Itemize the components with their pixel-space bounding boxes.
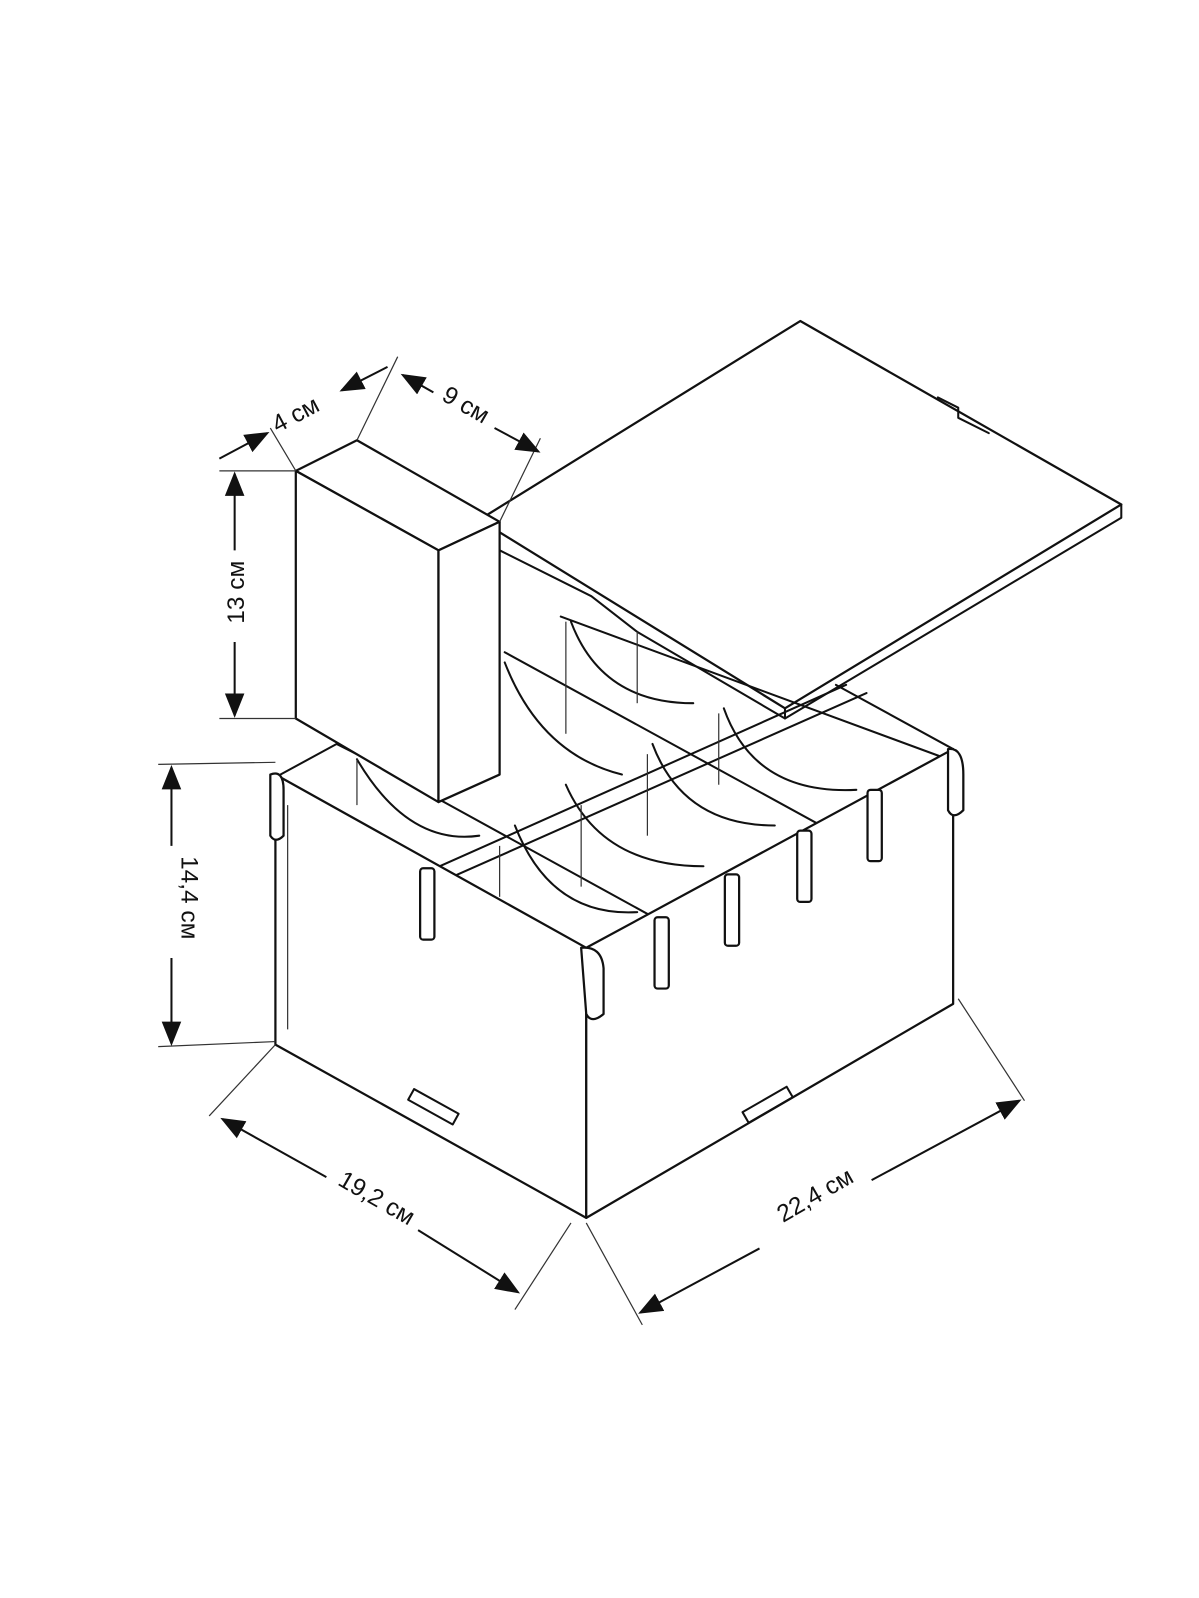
compartment-dividers (355, 615, 950, 924)
dimension-lines (158, 356, 1025, 1326)
box-depth-label: 19,2 см (334, 1166, 420, 1231)
box-height-label: 14,4 см (176, 856, 203, 939)
divider-tabs (269, 747, 965, 1021)
front-right-panel (585, 747, 955, 1219)
box-width-label: 22,4 см (772, 1163, 858, 1228)
item-block (294, 439, 501, 804)
item-width-label: 9 см (438, 381, 494, 429)
item-depth-label: 4 см (268, 391, 324, 438)
box-body (269, 615, 965, 1219)
lid (478, 319, 1123, 720)
front-left-panel (274, 773, 588, 1219)
item-height-label: 13 см (223, 561, 250, 624)
